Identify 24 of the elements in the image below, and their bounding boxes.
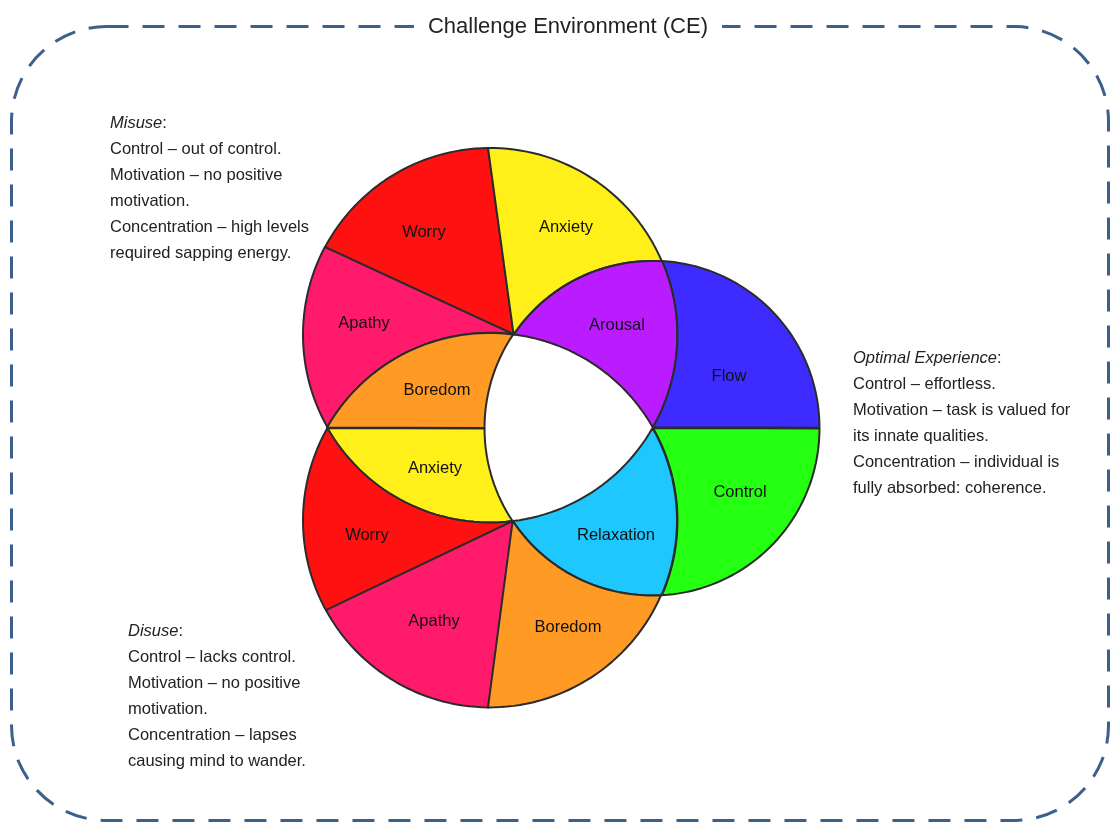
segment-label: Worry: [345, 524, 389, 544]
annotation-text: Concentration – high levels required sapping energy.: [110, 216, 311, 263]
annotation-text: Motivation – task is valued for its innate qualities.: [853, 399, 1072, 446]
segment-label: Arousal: [589, 314, 645, 334]
annotation-heading: Misuse:: [110, 112, 168, 133]
segment-label: Apathy: [338, 312, 390, 332]
annotation-text: Concentration – lapses causing mind to wander.: [128, 724, 307, 771]
annotation-text: Control – out of control.: [110, 138, 283, 159]
annotation-text: Motivation – no positive motivation.: [128, 672, 302, 719]
segment-label: Apathy: [408, 610, 460, 630]
annotation-text: Control – effortless.: [853, 373, 997, 394]
segment-label: Relaxation: [577, 524, 655, 544]
annotation-heading: Optimal Experience:: [853, 347, 1003, 368]
segment-label: Worry: [402, 221, 446, 241]
annotation-text: Control – lacks control.: [128, 646, 297, 667]
segment-label: Control: [713, 481, 767, 501]
annotation-text: Concentration – individual is fully absorbed: coherence.: [853, 451, 1061, 498]
segment-label: Anxiety: [407, 457, 463, 477]
segment-label: Flow: [711, 365, 747, 385]
segment-label: Anxiety: [538, 216, 594, 236]
segment-label: Boredom: [403, 379, 471, 399]
annotation-heading: Disuse:: [128, 620, 185, 641]
segment-label: Boredom: [534, 616, 602, 636]
annotation-text: Motivation – no positive motivation.: [110, 164, 284, 211]
